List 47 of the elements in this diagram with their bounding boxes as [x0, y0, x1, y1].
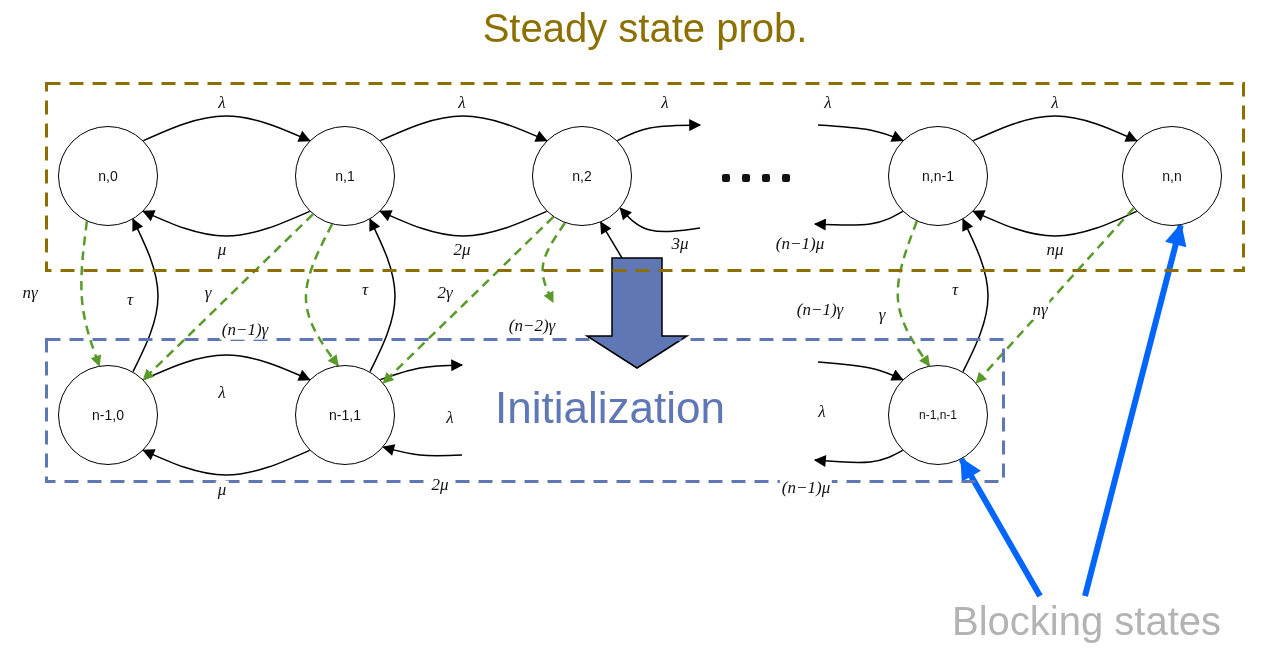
arrow	[132, 218, 159, 373]
edge-label: (n−1)μ	[779, 478, 833, 498]
state-circle: n,0	[58, 126, 158, 226]
state-circle: n-1,n-1	[888, 365, 988, 465]
arrow	[379, 210, 548, 237]
state-circle: n-1,0	[58, 365, 158, 465]
state-circle: n,1	[295, 126, 395, 226]
dashed-arrow	[896, 220, 931, 367]
arrow	[817, 361, 904, 381]
leader-arrow	[958, 457, 1043, 598]
arrow	[379, 359, 464, 381]
dashed-arrow	[304, 223, 340, 367]
region-heading: Steady state prob.	[481, 6, 809, 51]
block-arrow	[584, 257, 690, 369]
arrow	[142, 115, 311, 142]
dashed-arrow	[80, 221, 102, 367]
region-title: Initialization	[495, 383, 725, 433]
leader-arrow	[1082, 223, 1187, 597]
edge-label: (n−1)γ	[219, 320, 271, 340]
state-circle: n,2	[532, 126, 632, 226]
annotation-text: Blocking states	[951, 598, 1222, 645]
arrow	[817, 124, 904, 142]
arrow	[616, 119, 702, 142]
arrow	[600, 221, 623, 259]
arrow	[382, 444, 463, 457]
arrow	[972, 115, 1138, 142]
edge-label: (n−1)μ	[773, 234, 827, 254]
arrow	[369, 218, 396, 373]
state-circle: n,n	[1122, 126, 1222, 226]
arrow	[813, 210, 904, 231]
edge-label: (n−2)γ	[506, 316, 558, 336]
arrow	[813, 449, 904, 467]
state-circle: n,n-1	[888, 126, 988, 226]
edge-label: (n−1)γ	[794, 300, 846, 320]
dashed-arrow	[382, 216, 555, 384]
edge-label: μ	[215, 480, 229, 500]
arrow	[379, 115, 548, 142]
state-circle: n-1,1	[295, 365, 395, 465]
arrow	[142, 449, 311, 476]
edge-label: nγ	[1030, 300, 1050, 320]
dashed-arrow	[541, 222, 566, 303]
arrow	[972, 210, 1138, 237]
dashed-arrow	[142, 213, 314, 381]
arrow	[619, 207, 701, 233]
arrow	[142, 210, 311, 237]
dashed-arrow	[975, 207, 1135, 384]
arrow	[962, 218, 989, 373]
